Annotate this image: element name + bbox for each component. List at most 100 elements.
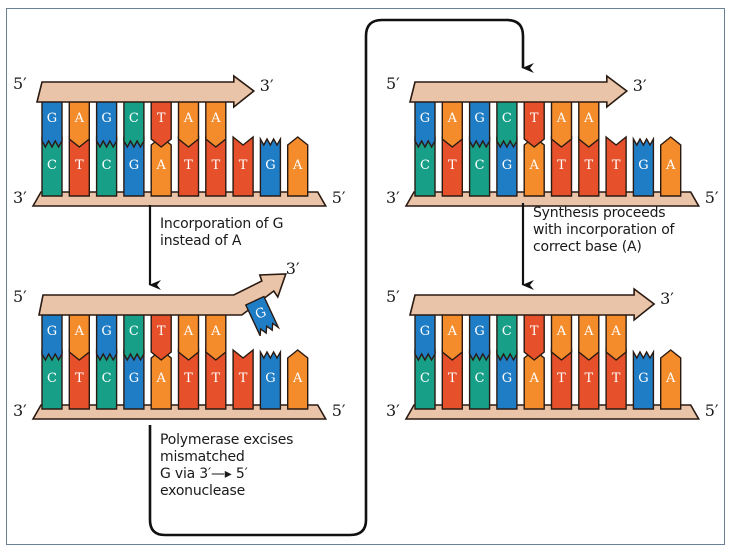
- top-base-letter: G: [420, 111, 430, 126]
- top-base-G: [95, 99, 118, 149]
- bottom-base-G: [259, 349, 282, 410]
- bottom-base-letter: T: [211, 371, 220, 386]
- top-base-letter: G: [101, 111, 111, 126]
- top-base-letter: T: [157, 324, 166, 339]
- top-base-letter: A: [583, 111, 594, 126]
- top-strand-ribbon-arrow: [408, 74, 629, 109]
- top-base-letter: T: [157, 111, 166, 126]
- figure-frame: [6, 8, 725, 545]
- step3-label: Synthesis proceeds with incorporation of…: [533, 205, 675, 255]
- three-prime-label: 3′: [13, 401, 27, 420]
- three-prime-label: 3′: [386, 188, 400, 207]
- top-base-letter: C: [502, 324, 512, 339]
- top-base-letter: C: [129, 324, 139, 339]
- step2-label: Polymerase excises mismatched G via 3′—▸…: [160, 432, 294, 499]
- bottom-base-letter: A: [665, 371, 676, 386]
- step1-label: Incorporation of G instead of A: [160, 216, 284, 249]
- top-base-C: [496, 99, 518, 149]
- five-prime-label: 5′: [386, 287, 400, 306]
- bottom-base-letter: G: [638, 158, 648, 173]
- bottom-base-G: [632, 349, 655, 410]
- bottom-base-G: [632, 136, 655, 197]
- bottom-base-letter: T: [584, 158, 593, 173]
- top-base-letter: C: [502, 111, 512, 126]
- bottom-base-T: [232, 348, 254, 410]
- bottom-base-letter: G: [129, 158, 139, 173]
- bottom-base-letter: T: [184, 371, 193, 386]
- five-prime-label: 5′: [704, 188, 719, 207]
- three-prime-label: 3′: [386, 401, 400, 420]
- bottom-base-T: [605, 135, 627, 197]
- bottom-base-letter: G: [502, 158, 512, 173]
- top-base-letter: A: [210, 324, 221, 339]
- top-base-letter: G: [47, 324, 57, 339]
- step2-connector-arrow: [148, 18, 534, 537]
- top-base-letter: G: [420, 324, 430, 339]
- top-base-letter: A: [183, 324, 194, 339]
- three-prime-label: 3′: [632, 76, 647, 95]
- top-base-letter: T: [530, 111, 539, 126]
- bottom-base-letter: C: [420, 158, 430, 173]
- bottom-base-letter: T: [75, 158, 84, 173]
- top-base-letter: C: [129, 111, 139, 126]
- top-base-letter: A: [74, 111, 85, 126]
- top-base-G: [41, 312, 63, 362]
- top-base-G: [468, 312, 491, 362]
- bottom-base-letter: T: [239, 371, 248, 386]
- top-base-letter: A: [183, 111, 194, 126]
- five-prime-label: 5′: [13, 287, 27, 306]
- top-base-letter: G: [47, 111, 57, 126]
- top-base-G: [95, 312, 118, 362]
- bottom-base-letter: A: [529, 371, 540, 386]
- top-base-letter: A: [210, 111, 221, 126]
- top-base-G: [468, 99, 491, 149]
- top-strand-ribbon-arrow: [35, 74, 256, 109]
- top-base-letter: T: [530, 324, 539, 339]
- bottom-base-letter: T: [211, 158, 220, 173]
- top-base-C: [123, 312, 145, 362]
- bottom-base-letter: A: [156, 158, 167, 173]
- top-base-letter: A: [583, 324, 594, 339]
- top-base-letter: A: [556, 324, 567, 339]
- bottom-base-letter: G: [265, 371, 275, 386]
- bottom-base-letter: C: [475, 158, 485, 173]
- bottom-base-T: [232, 135, 254, 197]
- bottom-base-letter: G: [502, 371, 512, 386]
- bottom-base-letter: T: [584, 371, 593, 386]
- bottom-base-letter: C: [475, 371, 485, 386]
- top-base-letter: A: [74, 324, 85, 339]
- bottom-base-A: [287, 349, 309, 410]
- top-base-G: [41, 99, 63, 149]
- top-base-G: [414, 99, 436, 149]
- bottom-base-G: [259, 136, 282, 197]
- five-prime-label: 5′: [386, 74, 400, 93]
- top-base-letter: A: [447, 324, 458, 339]
- bottom-base-letter: T: [239, 158, 248, 173]
- bottom-base-letter: C: [102, 371, 112, 386]
- bottom-base-letter: C: [420, 371, 430, 386]
- bottom-base-letter: G: [129, 371, 139, 386]
- five-prime-label: 5′: [331, 401, 346, 420]
- three-prime-label: 3′: [13, 188, 27, 207]
- bottom-base-A: [287, 136, 309, 197]
- top-strand-ribbon-arrow: [408, 287, 656, 322]
- bottom-base-letter: T: [557, 371, 566, 386]
- bottom-base-letter: T: [612, 371, 621, 386]
- bottom-base-letter: T: [184, 158, 193, 173]
- bottom-base-letter: T: [557, 158, 566, 173]
- bottom-base-letter: T: [612, 158, 621, 173]
- three-prime-label: 3′: [660, 289, 674, 308]
- three-prime-label: 3′: [259, 76, 274, 95]
- mismatched-base: G: [244, 295, 281, 337]
- bottom-base-letter: A: [529, 158, 540, 173]
- top-base-letter: A: [556, 111, 567, 126]
- top-base-letter: G: [474, 111, 484, 126]
- top-base-C: [496, 312, 518, 362]
- top-base-letter: A: [447, 111, 458, 126]
- five-prime-label: 5′: [13, 74, 27, 93]
- five-prime-label: 5′: [704, 401, 719, 420]
